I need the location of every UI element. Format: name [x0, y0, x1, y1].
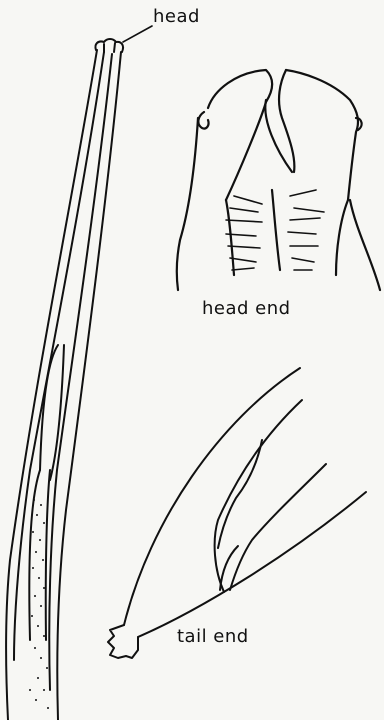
- head-right-lobe: [286, 70, 358, 200]
- head-end-detail: [177, 70, 380, 290]
- body-inner-left: [14, 52, 104, 660]
- tail-dorsal-outline: [124, 368, 300, 625]
- label-head: head: [153, 6, 200, 27]
- worm-body: [6, 50, 121, 720]
- tail-inner-curve: [215, 400, 302, 592]
- head-right-flank: [350, 200, 380, 290]
- body-outer-left: [6, 50, 97, 720]
- body-outer-right: [57, 52, 121, 720]
- tail-end-detail: [108, 368, 366, 658]
- gut-bulb-2: [50, 345, 64, 480]
- head-left-papilla: [198, 112, 208, 129]
- tail-inner-curve-2: [218, 440, 262, 548]
- label-head-end: head end: [202, 298, 291, 319]
- head-left-flank: [177, 118, 198, 290]
- body-gut-edge: [29, 470, 40, 640]
- head-left-lobe: [208, 70, 272, 200]
- label-tail-end: tail end: [177, 626, 249, 647]
- tail-tip: [108, 625, 138, 658]
- head-inner-left: [226, 200, 234, 275]
- worm-head-cap: [95, 39, 123, 52]
- head-leader-line: [123, 26, 152, 42]
- tail-spicule-b: [220, 546, 238, 590]
- head-inner-right: [336, 200, 348, 275]
- tail-ventral-outline: [138, 492, 366, 637]
- tail-spicule-a: [230, 464, 326, 590]
- head-groove: [272, 190, 280, 270]
